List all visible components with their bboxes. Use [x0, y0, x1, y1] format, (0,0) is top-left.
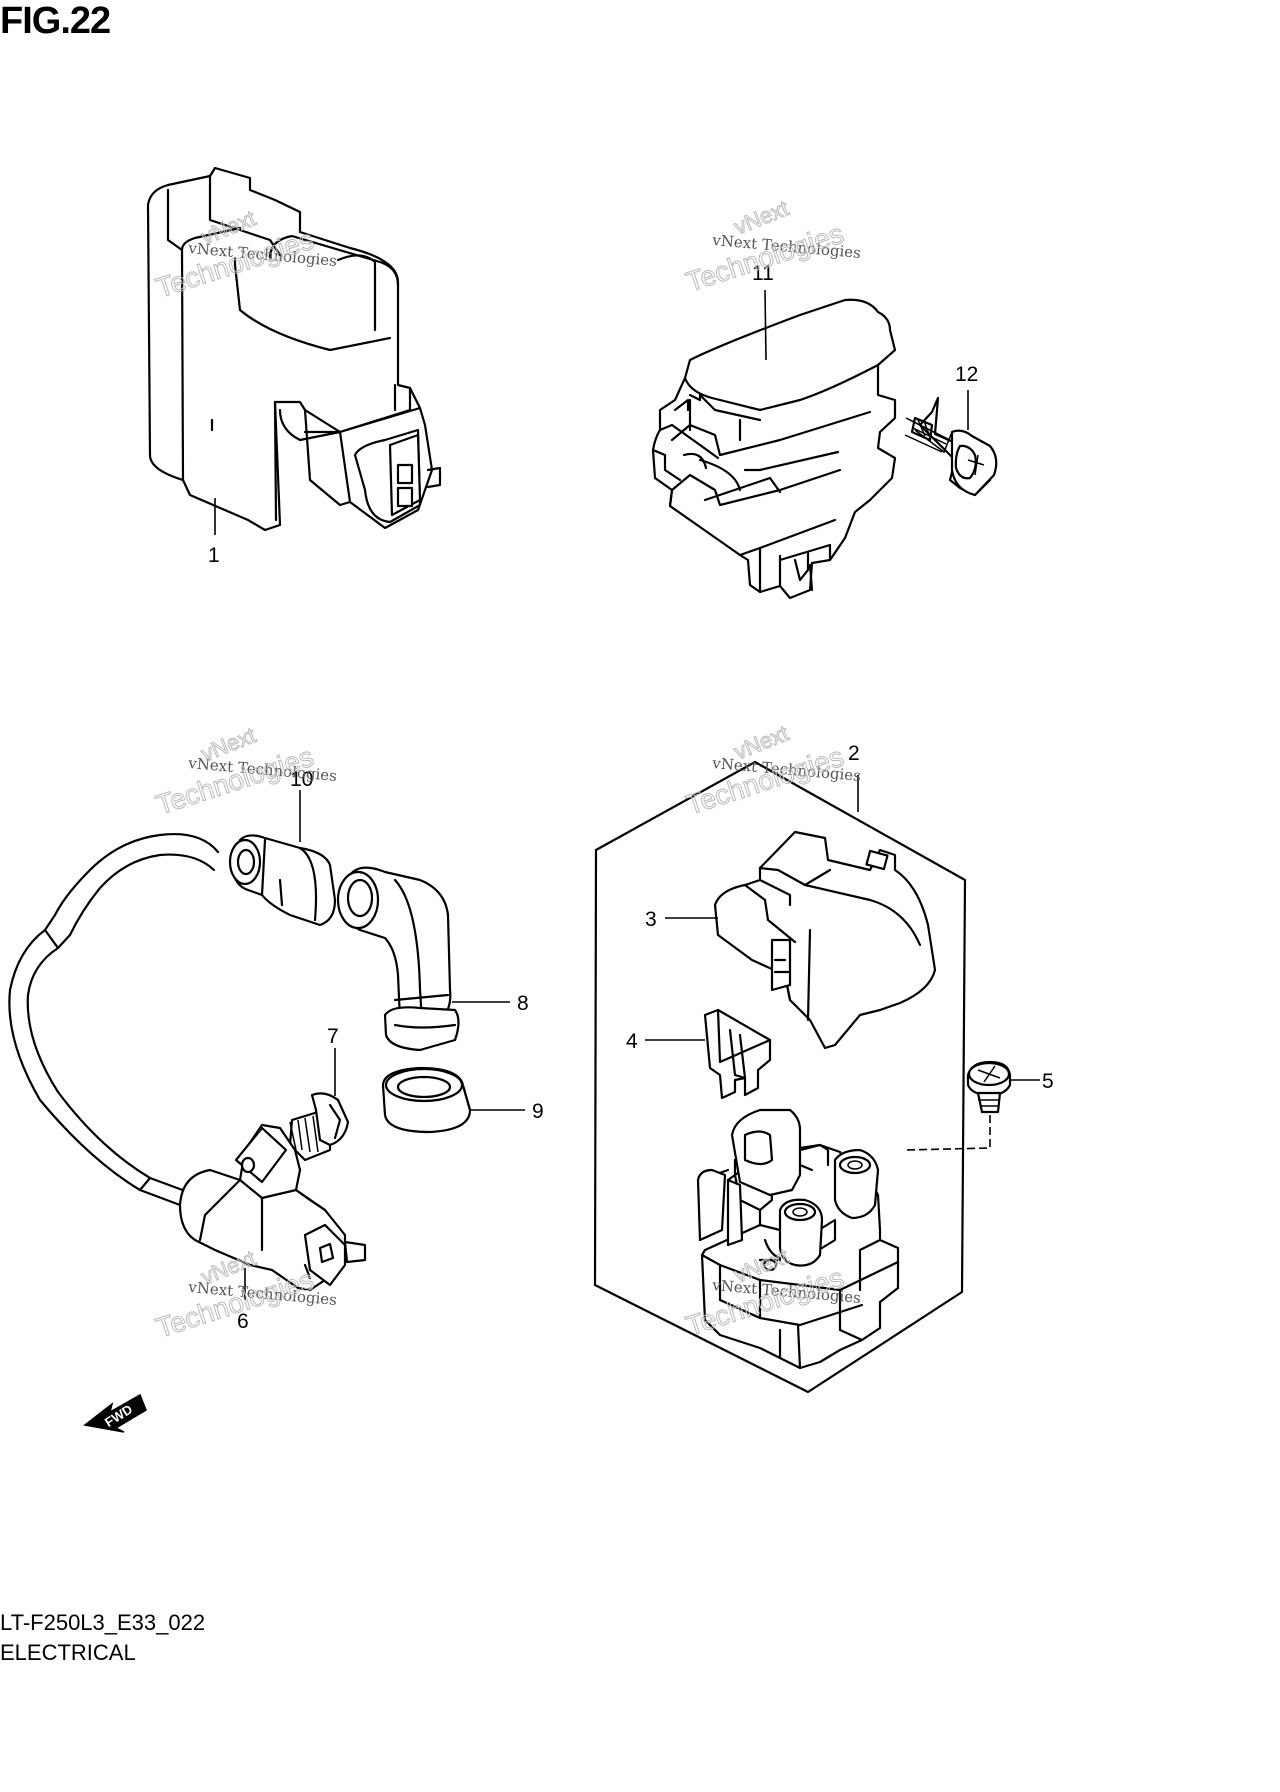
callout-1: 1	[208, 544, 220, 567]
starter-relay-body[interactable]	[696, 1108, 900, 1370]
fwd-arrow-icon: FWD	[83, 1393, 147, 1433]
part-3-cover[interactable]	[713, 830, 937, 1050]
callout-10: 10	[290, 768, 313, 791]
callout-2: 2	[848, 742, 860, 765]
part-12-bolt[interactable]	[904, 396, 998, 497]
svg-text:vNext: vNext	[731, 195, 793, 239]
watermark-mid-left: vNext Technologies vNext Technologies	[152, 722, 338, 821]
part-6-ignition-coil[interactable]	[8, 833, 367, 1292]
leader-5b	[904, 1115, 991, 1151]
part-8-plug-cap[interactable]	[336, 866, 460, 1052]
callout-8: 8	[517, 992, 529, 1015]
part-1-ignitor-unit[interactable]	[146, 166, 442, 532]
callout-6: 6	[237, 1310, 249, 1333]
part-5-screw[interactable]	[966, 1060, 1012, 1114]
callout-4: 4	[626, 1030, 638, 1053]
callout-5: 5	[1042, 1070, 1054, 1093]
callout-7: 7	[327, 1025, 339, 1048]
section-name: ELECTRICAL	[0, 1640, 136, 1665]
part-4-fuse[interactable]	[703, 1008, 772, 1100]
part-10-cap[interactable]	[228, 834, 337, 927]
part-7-bolt[interactable]	[288, 1092, 350, 1162]
model-code: LT-F250L3_E33_022	[0, 1610, 206, 1635]
callout-11: 11	[752, 262, 774, 285]
leader-11	[764, 289, 767, 361]
callout-9: 9	[532, 1100, 544, 1123]
callout-12: 12	[955, 363, 978, 386]
part-2-assembly-outline	[593, 760, 967, 1394]
part-9-seal[interactable]	[381, 1066, 472, 1134]
figure-title: FIG.22	[0, 0, 111, 42]
part-11-regulator[interactable]	[651, 298, 897, 600]
callout-3: 3	[645, 908, 657, 931]
